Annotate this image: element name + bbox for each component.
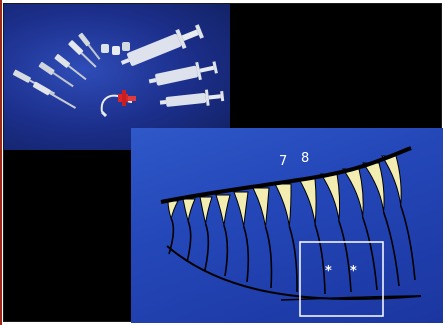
syringe-small-icon <box>159 88 224 111</box>
asterisk-marker-2: * <box>350 264 357 279</box>
left-edge-line <box>0 0 2 325</box>
rib-6 <box>253 188 269 227</box>
highlight-box <box>300 242 383 316</box>
asterisk-marker-1: * <box>325 264 332 279</box>
rib-4 <box>216 195 230 225</box>
rib-diagram-panel: 7 8 * * <box>131 128 443 323</box>
costal-line-9 <box>339 221 351 292</box>
rib-label-7: 7 <box>279 154 287 169</box>
costal-line-2 <box>187 221 191 262</box>
costal-line-12 <box>401 206 415 281</box>
rib-9 <box>321 174 340 221</box>
syringe-medium-icon <box>147 58 218 90</box>
rib-8 <box>299 179 316 224</box>
rib-1 <box>168 201 178 219</box>
costal-line-6 <box>266 227 272 288</box>
rib-12 <box>382 156 401 206</box>
needle-group <box>13 32 102 110</box>
costal-line-5 <box>244 226 249 282</box>
rib-7 <box>275 184 291 226</box>
costal-line-11 <box>384 212 399 286</box>
needle-icon <box>78 32 102 60</box>
cap-icon <box>112 46 120 55</box>
needle-icon <box>68 40 98 69</box>
cap-icon <box>101 44 109 53</box>
rib-10 <box>343 169 363 217</box>
rib-2 <box>183 199 195 221</box>
rib-diagram: 7 8 * * <box>131 128 443 323</box>
syringe-large-icon <box>118 22 205 73</box>
costal-line-10 <box>363 217 377 290</box>
costal-line-8 <box>315 224 325 294</box>
cap-group <box>101 42 130 55</box>
rib-3 <box>200 197 212 224</box>
cap-icon <box>122 42 130 51</box>
rib-group <box>168 156 415 294</box>
costal-line-7 <box>289 226 297 292</box>
costal-line-3 <box>205 224 208 270</box>
tubing-stopcock-icon <box>102 90 136 116</box>
costal-line-4 <box>224 225 227 276</box>
needle-icon <box>33 81 78 110</box>
rib-11 <box>363 163 384 212</box>
rib-label-8: 8 <box>301 151 309 166</box>
rib-5 <box>234 192 248 226</box>
